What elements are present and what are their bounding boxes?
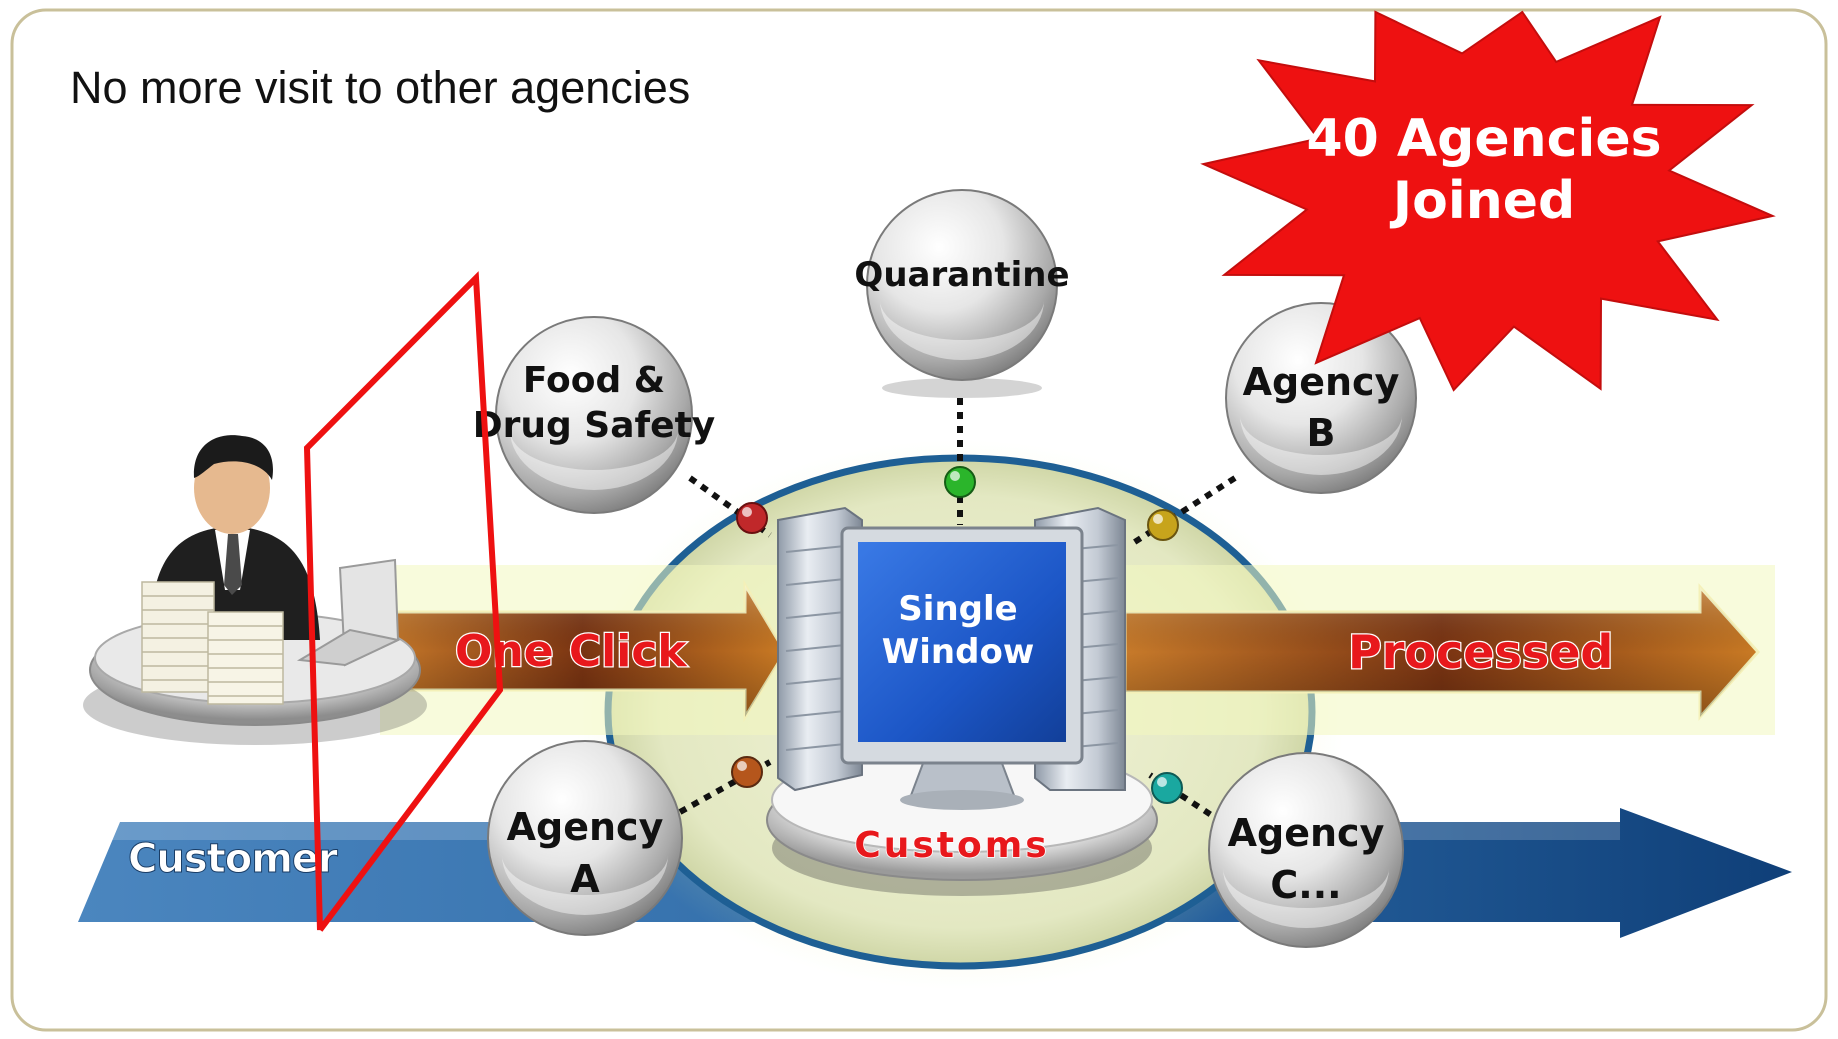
sphere-quarantine: Quarantine: [854, 189, 1070, 398]
sphere-agency-a: Agency A: [487, 740, 683, 936]
agency-b-line1: Agency: [1243, 360, 1400, 404]
starburst-line2: Joined: [1390, 171, 1575, 231]
bead-brown: [731, 756, 763, 788]
monitor-line1: Single: [898, 589, 1017, 629]
bead-yellow: [1147, 509, 1179, 541]
sphere-food-drug: Food & Drug Safety: [473, 316, 716, 514]
connector-beads: [731, 466, 1183, 804]
customer-illustration: [83, 435, 427, 745]
one-click-label: One Click: [455, 626, 688, 677]
food-drug-line1: Food &: [523, 360, 665, 401]
connector-agency-b: [1128, 475, 1237, 548]
starburst-line1: 40 Agencies: [1306, 109, 1661, 169]
processed-label: Processed: [1348, 625, 1613, 679]
sphere-agency-b: Agency B: [1225, 302, 1417, 494]
customer-label: Customer: [128, 836, 338, 882]
customs-label: Customs: [854, 825, 1049, 866]
food-drug-line2: Drug Safety: [473, 405, 716, 446]
person-head: [194, 442, 270, 534]
agency-a-line1: Agency: [507, 805, 664, 849]
quarantine-label: Quarantine: [854, 255, 1069, 295]
bead-teal: [1151, 772, 1183, 804]
barrier-line: [303, 271, 504, 932]
monitor-screen: [858, 542, 1066, 742]
single-window-monitor: Single Window: [840, 526, 1084, 810]
paper-stacks: [141, 581, 284, 705]
agency-c-line1: Agency: [1228, 811, 1385, 855]
agencies-starburst: 40 Agencies Joined: [1200, 10, 1776, 392]
bead-green: [944, 466, 976, 498]
agency-c-line2: C...: [1270, 863, 1341, 907]
monitor-line2: Window: [882, 632, 1034, 672]
connector-food-drug: [688, 475, 772, 538]
sphere-agency-c: Agency C...: [1208, 752, 1404, 948]
processed-arrow: Processed: [1123, 565, 1775, 735]
headline: No more visit to other agencies: [70, 62, 691, 113]
one-click-arrow: One Click: [378, 565, 787, 735]
bead-red: [736, 502, 768, 534]
agency-b-line2: B: [1307, 411, 1336, 455]
agency-a-line2: A: [570, 857, 600, 901]
